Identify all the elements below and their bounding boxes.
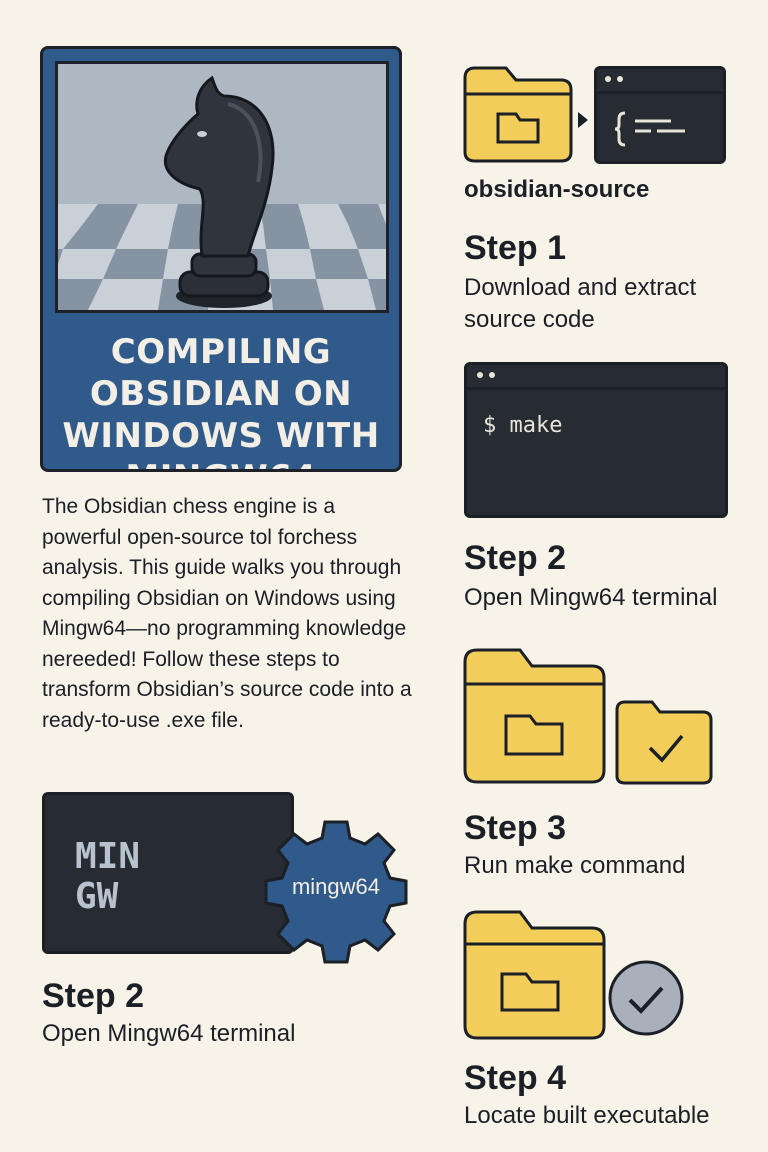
source-folder-caption: obsidian-source (464, 176, 650, 203)
folder-check-icon (615, 700, 713, 785)
chess-knight-icon (58, 64, 386, 310)
terminal-label: MIN GW (75, 836, 141, 917)
gear-icon (264, 820, 408, 964)
step1-description: Download and extract source code (464, 274, 697, 333)
hero-image (55, 61, 389, 313)
code-editor-window (594, 66, 726, 164)
left-step-description: Open Mingw64 terminal (42, 1020, 296, 1047)
folder-icon (463, 910, 606, 1040)
terminal-command: $ make (483, 413, 563, 438)
mingw-terminal-window: MIN GW (42, 792, 294, 954)
step3-title: Step 3 (464, 809, 567, 847)
check-circle-icon (608, 960, 684, 1036)
step2-description: Open Mingw64 terminal (464, 584, 718, 611)
folder-icon (463, 648, 606, 784)
step4-description: Locate built executable (464, 1102, 710, 1129)
left-step-title: Step 2 (42, 977, 145, 1015)
step3-description: Run make command (464, 852, 686, 879)
intro-paragraph: The Obsidian chess engine is a powerful … (42, 495, 412, 732)
folder-icon (463, 66, 573, 163)
hero-card: COMPILING OBSIDIAN ON WINDOWS WITH MINGW… (40, 46, 402, 472)
step4-title: Step 4 (464, 1059, 567, 1097)
make-terminal-window: $ make (464, 362, 728, 518)
step2-title: Step 2 (464, 539, 567, 577)
arrow-right-icon (578, 112, 588, 128)
step1-title: Step 1 (464, 229, 567, 267)
hero-title: COMPILING OBSIDIAN ON WINDOWS WITH MINGW… (62, 332, 380, 469)
gear-label: mingw64 (291, 874, 381, 899)
code-lines-icon (614, 111, 685, 147)
